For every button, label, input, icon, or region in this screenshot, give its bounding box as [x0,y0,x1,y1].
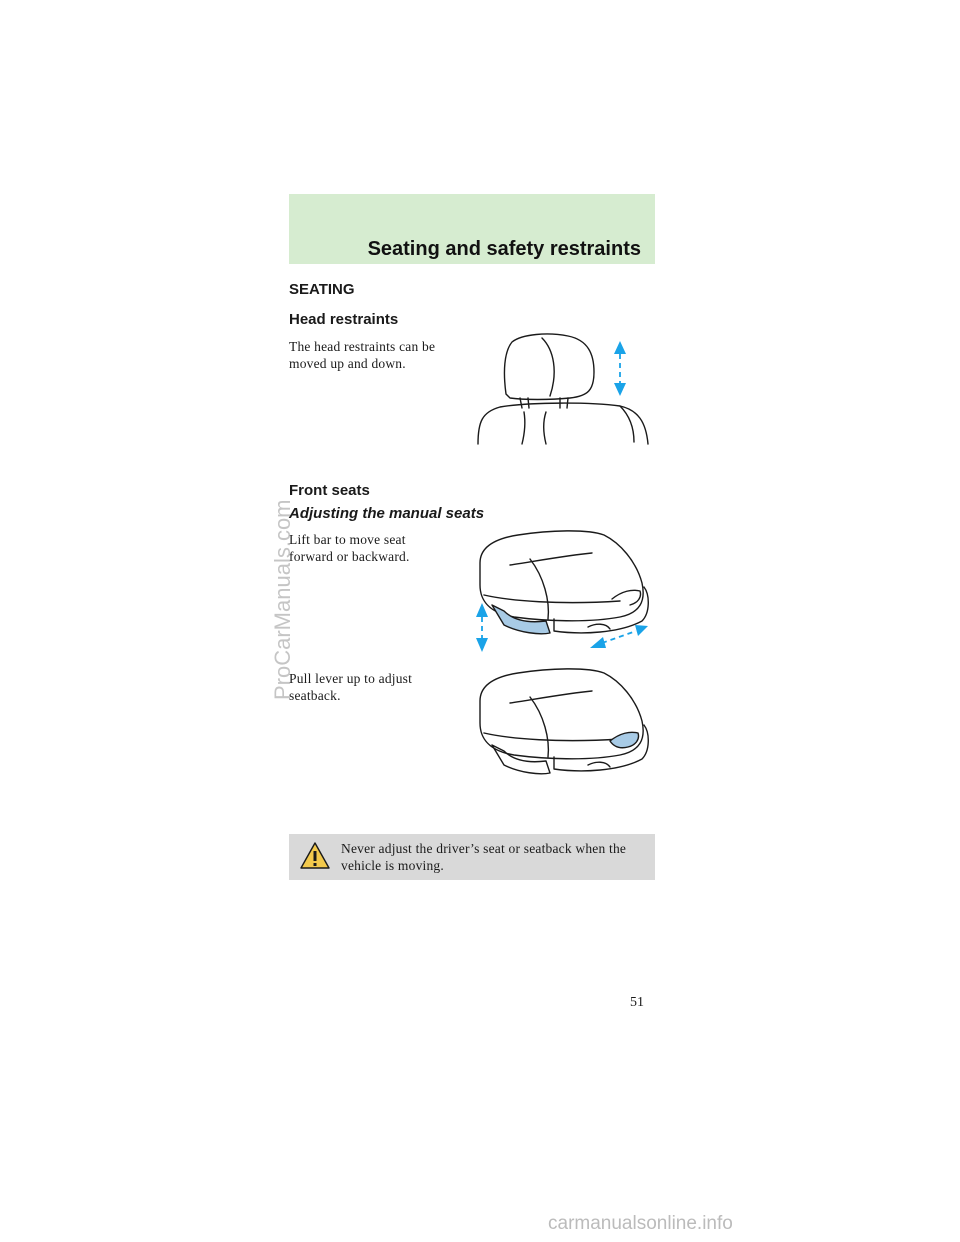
page-title: Seating and safety restraints [367,238,641,260]
head-restraint-illustration [477,333,649,445]
warning-triangle-icon [300,842,330,869]
heading-head-restraints: Head restraints [289,311,399,328]
diagonal-arrow-icon [590,625,648,648]
warning-box: Never adjust the driver’s seat or seatba… [289,834,655,880]
heading-adjusting-manual-seats: Adjusting the manual seats [289,505,485,522]
up-down-arrow-icon [614,341,626,396]
watermark-bottom: carmanualsonline.info [548,1213,733,1234]
head-restraints-text: The head restraints can be moved up and … [289,339,436,371]
heading-front-seats: Front seats [289,482,370,499]
lift-bar-text: Lift bar to move seat forward or backwar… [289,532,410,564]
page-number: 51 [630,995,644,1010]
warning-text: Never adjust the driver’s seat or seatba… [341,841,627,873]
seat-bar-illustration [476,530,649,652]
header-band: Seating and safety restraints [289,194,655,264]
section-heading-seating: SEATING [289,281,355,298]
watermark-side: ProCarManuals.com [270,499,295,700]
up-down-arrow-icon [476,603,488,652]
pull-lever-text: Pull lever up to adjust seatback. [289,671,413,703]
seat-lever-illustration [479,668,649,775]
